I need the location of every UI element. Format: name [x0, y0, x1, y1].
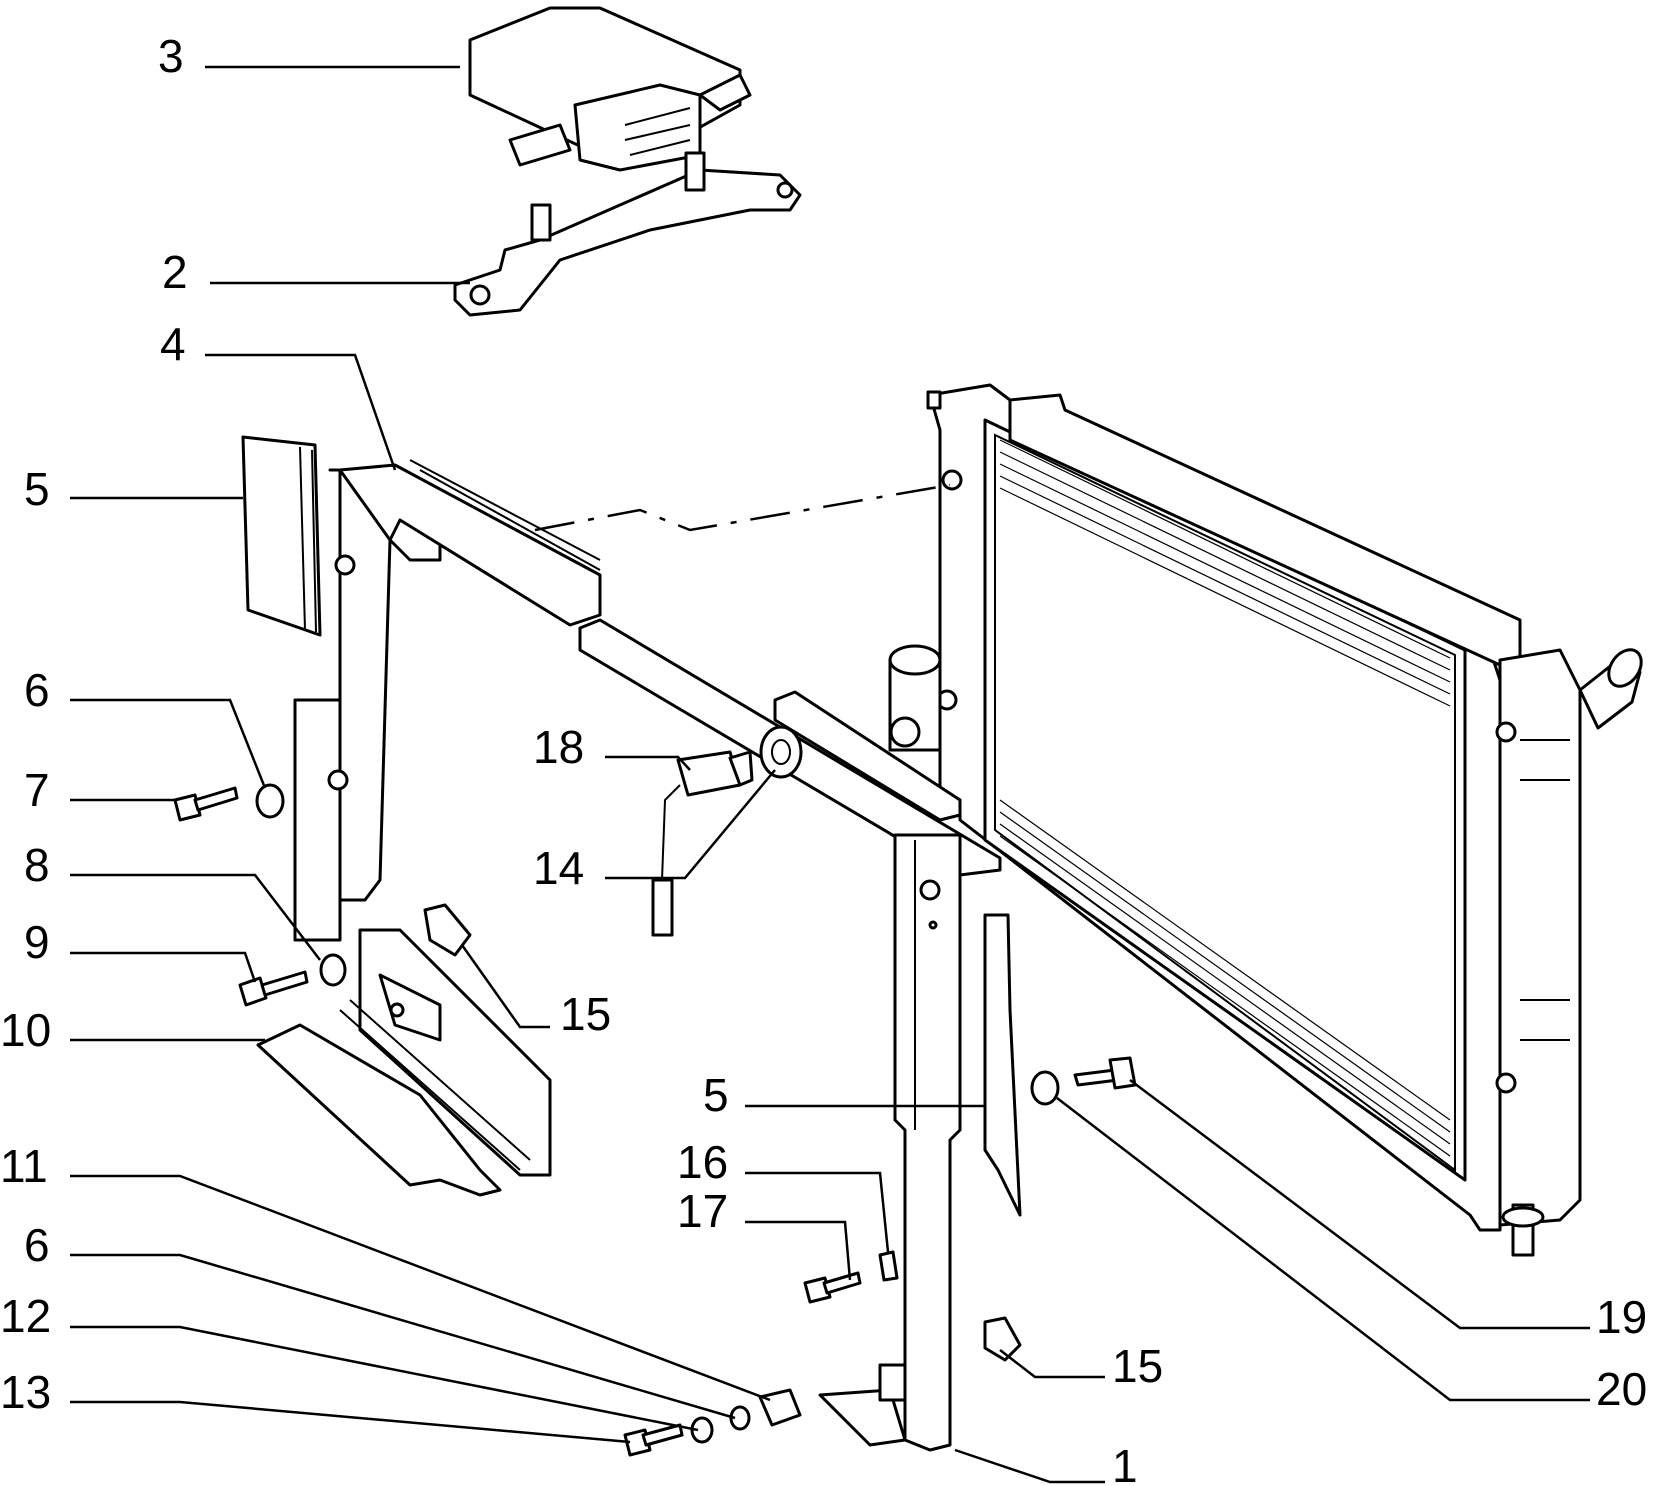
- callout-20: 20: [1596, 1363, 1647, 1415]
- alignment-line: [534, 483, 951, 532]
- callout-16: 16: [677, 1136, 728, 1188]
- callout-13: 13: [0, 1366, 51, 1418]
- seal-strip-right: [983, 913, 1022, 1217]
- callout-8: 8: [24, 839, 50, 891]
- bolt-lower: [623, 1423, 684, 1457]
- temperature-sensor: [651, 750, 754, 937]
- callout-3: 3: [158, 30, 184, 82]
- washer-upper: [255, 783, 285, 819]
- seal-strip-left: [241, 435, 322, 637]
- radiator: [888, 383, 1643, 1257]
- callout-11: 11: [0, 1140, 48, 1192]
- callout-15-lower: 15: [1112, 1340, 1163, 1392]
- module-bracket: [453, 151, 802, 317]
- fan-shroud-frame-left: [293, 459, 602, 942]
- control-module: [468, 6, 752, 172]
- callout-6-lower: 6: [24, 1219, 50, 1271]
- spacer-bushing: [758, 1388, 802, 1427]
- sealing-gasket: [759, 725, 803, 779]
- callout-9: 9: [24, 916, 50, 968]
- lower-left-bracket: [339, 928, 552, 1177]
- callout-5-left: 5: [24, 463, 50, 515]
- callout-15-upper: 15: [560, 988, 611, 1040]
- callout-6-upper: 6: [24, 664, 50, 716]
- callout-12: 12: [0, 1290, 51, 1342]
- washer-right: [1030, 1070, 1060, 1106]
- bolt-right: [1073, 1056, 1137, 1090]
- callout-2: 2: [162, 246, 188, 298]
- callout-4: 4: [160, 318, 186, 370]
- bolt-upper: [173, 786, 239, 822]
- callout-10: 10: [0, 1004, 51, 1056]
- leader-lines: [70, 65, 1590, 1484]
- radiator-core-fins: [999, 439, 1451, 1157]
- callout-5-right: 5: [703, 1069, 729, 1121]
- right-vertical-support: [818, 833, 962, 1452]
- callout-18: 18: [533, 721, 584, 773]
- washer-middle: [319, 953, 347, 987]
- callout-labels: 3 2 4 5 6 7 8 9 10 11 6 12 13 18 14 15 5…: [0, 30, 1647, 1486]
- callout-7: 7: [24, 764, 50, 816]
- bolt-17: [803, 1271, 862, 1304]
- clip-lower: [983, 1316, 1022, 1362]
- callout-19: 19: [1596, 1291, 1647, 1343]
- deflector: [256, 1023, 502, 1197]
- callout-17: 17: [677, 1185, 728, 1237]
- callout-14: 14: [533, 842, 584, 894]
- bolt-middle: [238, 970, 309, 1007]
- clip-16: [878, 1250, 899, 1282]
- callout-1: 1: [1112, 1440, 1138, 1486]
